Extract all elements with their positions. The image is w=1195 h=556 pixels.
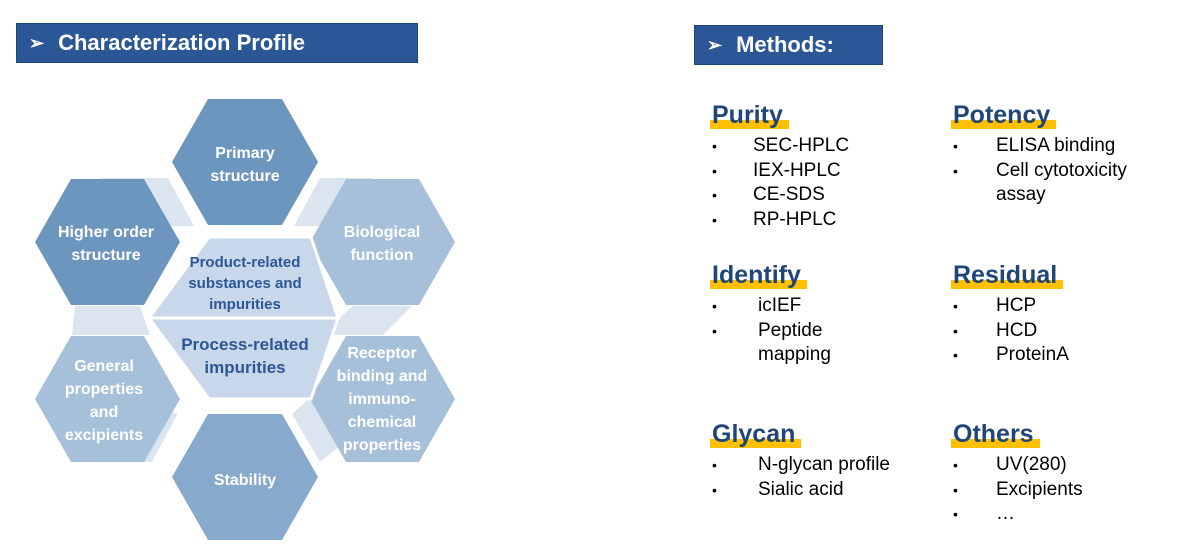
- method-section-purity: Purity •SEC-HPLC •IEX-HPLC •CE-SDS •RP-H…: [710, 100, 849, 232]
- connector-receptor-stability: [292, 393, 346, 462]
- list-item: •Excipients: [953, 478, 1083, 503]
- bullet-icon: •: [712, 138, 717, 154]
- method-list: •icIEF •Peptide mapping: [712, 294, 888, 368]
- hex-stability: [172, 414, 318, 540]
- bullet-icon: •: [712, 187, 717, 203]
- bullet-icon: •: [953, 481, 958, 498]
- arrow-bullet-icon: ➢: [707, 34, 723, 55]
- bullet-icon: •: [712, 162, 717, 179]
- bullet-icon: •: [953, 457, 958, 473]
- list-item: •IEX-HPLC: [712, 159, 849, 184]
- hex-receptor-binding: [310, 336, 455, 462]
- method-list: •ELISA binding •Cell cytotoxicity assay: [953, 134, 1156, 208]
- bullet-icon: •: [953, 138, 958, 154]
- bullet-icon: •: [712, 322, 717, 339]
- section-title: Potency: [951, 100, 1057, 130]
- list-item: •ELISA binding: [953, 134, 1156, 159]
- bullet-icon: •: [712, 457, 717, 473]
- list-item: •Cell cytotoxicity assay: [953, 159, 1127, 206]
- list-item: •SEC-HPLC: [712, 134, 849, 159]
- list-item: •…: [953, 502, 1083, 527]
- bullet-icon: •: [712, 211, 717, 228]
- method-section-glycan: Glycan •N-glycan profile •Sialic acid: [710, 419, 890, 502]
- list-item: •Sialic acid: [712, 478, 890, 503]
- center-bottom-half: [146, 316, 341, 401]
- method-list: •SEC-HPLC •IEX-HPLC •CE-SDS •RP-HPLC: [712, 134, 849, 232]
- bullet-icon: •: [953, 506, 958, 522]
- list-item: •Peptide mapping: [712, 319, 831, 366]
- connector-biological-receptor: [323, 306, 412, 335]
- section-title: Glycan: [710, 419, 802, 449]
- method-list: •UV(280) •Excipients •…: [953, 453, 1083, 527]
- characterization-profile-banner: ➢ Characterization Profile: [16, 23, 418, 63]
- arrow-bullet-icon: ➢: [29, 32, 45, 53]
- hex-primary-structure: [172, 99, 318, 225]
- method-section-residual: Residual •HCP •HCD •ProteinA: [951, 260, 1069, 368]
- section-title: Residual: [951, 260, 1064, 290]
- bullet-icon: •: [953, 162, 958, 179]
- hex-higher-order-structure: [35, 179, 180, 305]
- section-title: Others: [951, 419, 1040, 449]
- bullet-icon: •: [953, 347, 958, 363]
- bullet-icon: •: [953, 298, 958, 314]
- method-section-others: Others •UV(280) •Excipients •…: [951, 419, 1083, 527]
- label-stability: Stability: [214, 472, 276, 489]
- list-item: •HCD: [953, 319, 1069, 344]
- bullet-icon: •: [712, 481, 717, 498]
- banner-title: Characterization Profile: [58, 30, 306, 55]
- method-section-identify: Identify •icIEF •Peptide mapping: [710, 260, 888, 368]
- list-item: •icIEF: [712, 294, 888, 319]
- list-item: •ProteinA: [953, 343, 1069, 368]
- section-title: Purity: [710, 100, 789, 130]
- list-item: •CE-SDS: [712, 183, 849, 208]
- method-list: •N-glycan profile •Sialic acid: [712, 453, 890, 502]
- hex-biological-function: [310, 179, 455, 305]
- bullet-icon: •: [712, 298, 717, 314]
- method-section-potency: Potency •ELISA binding •Cell cytotoxicit…: [951, 100, 1156, 208]
- banner-title: Methods:: [736, 32, 834, 57]
- section-title: Identify: [710, 260, 807, 290]
- list-item: •HCP: [953, 294, 1069, 319]
- list-item: •RP-HPLC: [712, 208, 849, 233]
- list-item: •N-glycan profile: [712, 453, 890, 478]
- list-item: •UV(280): [953, 453, 1083, 478]
- bullet-icon: •: [953, 322, 958, 339]
- methods-banner: ➢ Methods:: [694, 25, 883, 65]
- hex-general-properties: [35, 336, 180, 462]
- connector-general-higher: [72, 306, 150, 335]
- method-list: •HCP •HCD •ProteinA: [953, 294, 1069, 368]
